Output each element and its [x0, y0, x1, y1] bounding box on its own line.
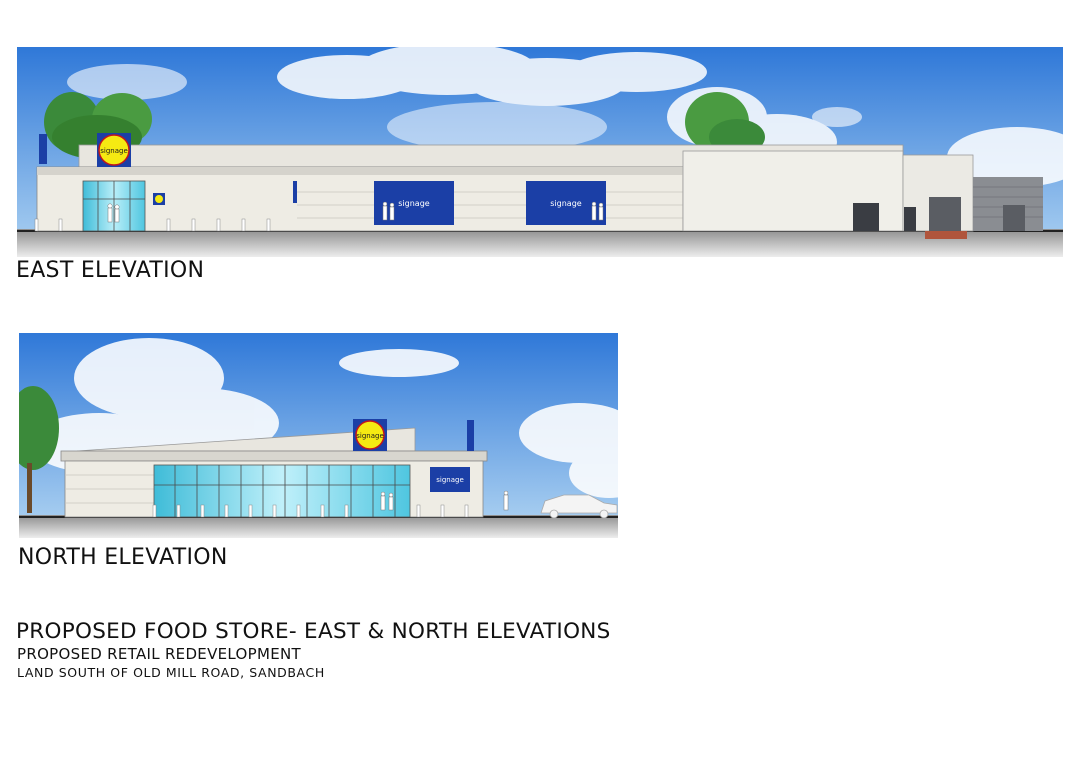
- roof-fascia: [60, 450, 488, 462]
- cladding-lines: [297, 191, 683, 219]
- east-elevation-drawing: signage signage signage: [17, 47, 1063, 257]
- clouds: [67, 47, 1063, 187]
- east-elevation-caption: EAST ELEVATION: [16, 258, 205, 283]
- round-sign-label: signage: [100, 147, 128, 155]
- round-sign: [355, 420, 385, 450]
- tree-left: [19, 386, 59, 513]
- car-outline: [540, 494, 618, 519]
- drawing-title: PROPOSED FOOD STORE- EAST & NORTH ELEVAT…: [16, 619, 611, 644]
- people-figures: [107, 201, 604, 223]
- panel-sign-b-label: signage: [550, 199, 582, 208]
- panel-sign: [430, 467, 470, 492]
- roller-door-2: [1003, 205, 1025, 231]
- blue-mast: [39, 134, 47, 164]
- round-sign: [98, 134, 130, 166]
- people-figures: [380, 490, 509, 511]
- ground: [19, 515, 618, 538]
- bollards: [152, 504, 469, 518]
- curtain-wall-glazing: [153, 464, 411, 518]
- blue-mast: [467, 420, 474, 451]
- north-elevation-drawing: signage signage: [19, 333, 618, 538]
- north-elevation-caption: NORTH ELEVATION: [18, 545, 228, 570]
- panel-sign-a-label: signage: [398, 199, 430, 208]
- bollards: [34, 218, 271, 232]
- panel-sign-a: [374, 181, 454, 225]
- panel-sign-label: signage: [436, 476, 464, 484]
- site-location: LAND SOUTH OF OLD MILL ROAD, SANDBACH: [17, 665, 325, 680]
- ground: [17, 229, 1063, 257]
- round-sign-label: signage: [356, 432, 384, 440]
- service-door: [904, 207, 916, 231]
- loading-door: [853, 203, 879, 231]
- roller-door: [929, 197, 961, 231]
- clouds: [29, 338, 618, 498]
- drawing-subtitle: PROPOSED RETAIL REDEVELOPMENT: [17, 645, 301, 663]
